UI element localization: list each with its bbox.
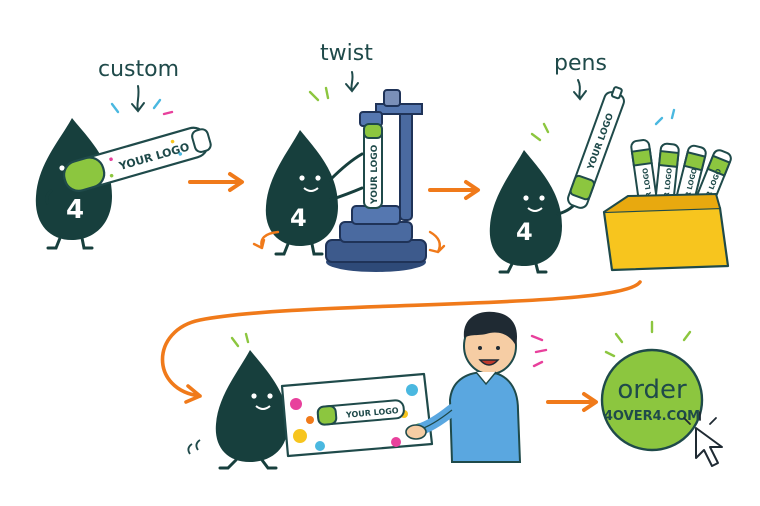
flow-arrow — [428, 180, 480, 200]
sparkle-icon — [308, 86, 330, 102]
mascot-smile — [303, 187, 319, 192]
step-label-twist: twist — [320, 41, 373, 66]
step-custom: custom 4 YOUR LOGO — [35, 57, 212, 250]
mascot-drop — [489, 150, 562, 266]
sparkle-icon — [530, 108, 676, 142]
rotation-arrow-icon — [252, 230, 280, 250]
flow-connector — [160, 280, 642, 404]
flow-arrow — [546, 392, 598, 412]
sparkle-icon — [110, 98, 174, 116]
order-word: order — [617, 375, 687, 405]
mascot-legs — [46, 236, 94, 250]
marker-pen: YOUR LOGO — [62, 126, 212, 192]
step-twist: twist YOUR LOGO 4 — [252, 41, 446, 272]
mascot-eye — [251, 393, 257, 399]
press-pen-logo-text: YOUR LOGO — [370, 144, 380, 205]
step-label-pens: pens — [554, 51, 607, 76]
mascot-smile — [255, 405, 271, 410]
mascot-smile — [527, 207, 543, 212]
mascot-eye — [299, 175, 305, 181]
mascot-eye — [315, 175, 321, 181]
order-site[interactable]: 4OVER4.COM — [604, 409, 700, 424]
mascot-legs — [274, 242, 324, 256]
down-arrow-icon — [345, 71, 359, 93]
mascot-arm — [45, 188, 53, 205]
pen-box: YOUR LOGO YOUR LOGO YOUR LOGO YOUR LOGO — [602, 139, 732, 272]
mascot-eye — [59, 165, 65, 171]
mascot-eye — [539, 195, 545, 201]
pen-vertical: YOUR LOGO — [363, 123, 383, 209]
step-deliver: YOUR LOGO — [187, 311, 548, 470]
mascot-drop — [215, 350, 288, 462]
mascot-drop — [265, 130, 338, 246]
gift-box: YOUR LOGO — [280, 372, 434, 458]
down-arrow-icon — [131, 85, 145, 113]
mascot-badge: 4 — [66, 195, 84, 225]
motion-lines — [187, 439, 201, 455]
sparkle-icon — [230, 332, 548, 368]
flow-arrow — [188, 172, 244, 192]
rotation-arrow-icon — [428, 230, 446, 254]
mascot-arm — [328, 152, 364, 202]
step-order[interactable]: order 4OVER4.COM — [600, 320, 723, 467]
cursor-arrow-icon — [683, 411, 723, 467]
mascot-eye — [523, 195, 529, 201]
down-arrow-icon — [573, 79, 587, 101]
pen-press-machine — [325, 89, 427, 272]
held-pen: YOUR LOGO — [567, 86, 625, 209]
order-button[interactable] — [600, 348, 704, 452]
customer-person — [405, 311, 522, 463]
gift-box-pen: YOUR LOGO — [316, 399, 405, 426]
mascot-eye — [267, 393, 273, 399]
mascot-badge: 4 — [516, 218, 533, 246]
step-label-custom: custom — [98, 57, 179, 82]
mascot-badge: 4 — [290, 204, 307, 232]
mascot-legs — [498, 262, 548, 274]
sparkle-icon — [604, 320, 692, 358]
step-pens: pens 4 YOUR LOGO YOUR LOGO — [489, 51, 732, 274]
mascot-legs — [218, 458, 278, 470]
